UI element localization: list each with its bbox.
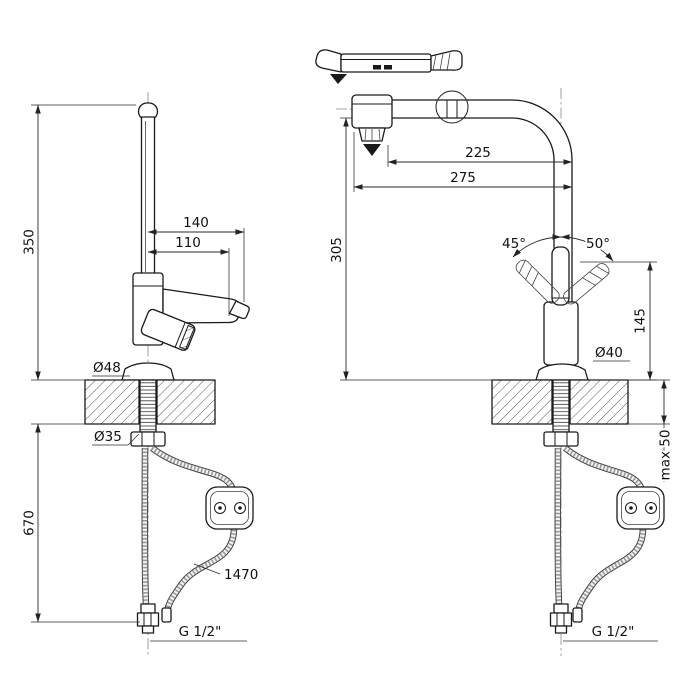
front-spray-head bbox=[140, 308, 196, 351]
spray-jet-icon bbox=[330, 74, 347, 84]
front-shank bbox=[130, 379, 166, 447]
angle-45-label: 45° bbox=[502, 236, 526, 252]
dim-dia35-label: Ø35 bbox=[94, 429, 122, 445]
spray-jet-icon bbox=[363, 144, 381, 156]
side-countertop bbox=[491, 379, 629, 425]
side-bottom-fitting bbox=[549, 603, 573, 634]
side-hoses bbox=[558, 448, 643, 623]
front-countertop bbox=[84, 379, 216, 425]
dim-140-label: 140 bbox=[183, 215, 209, 231]
dim-305-label: 305 bbox=[329, 237, 345, 263]
dim-225-label: 225 bbox=[465, 145, 491, 161]
side-base bbox=[535, 363, 589, 381]
front-bottom-fitting bbox=[136, 603, 160, 634]
dim-110-label: 110 bbox=[175, 235, 201, 251]
dim-1470-label: 1470 bbox=[224, 567, 258, 583]
side-body bbox=[535, 301, 589, 381]
side-handle: 45° 50° bbox=[500, 234, 614, 306]
side-view: 45° 50° bbox=[315, 49, 676, 656]
side-dimensions: 225 275 305 145 Ø40 max 50 G 1/2" bbox=[327, 117, 676, 642]
front-hoses bbox=[145, 448, 234, 623]
side-thread-label: G 1/2" bbox=[592, 624, 635, 640]
dim-dia48-label: Ø48 bbox=[93, 360, 121, 376]
pullout-sprayer bbox=[315, 49, 463, 84]
side-hose-weight bbox=[616, 486, 665, 530]
side-shank bbox=[543, 379, 579, 447]
dim-max50-label: max 50 bbox=[658, 430, 674, 481]
dim-275-label: 275 bbox=[450, 170, 476, 186]
front-hose-weight bbox=[205, 486, 254, 530]
side-spray-head bbox=[351, 94, 393, 129]
front-handle-tip bbox=[228, 300, 250, 320]
dim-350-label: 350 bbox=[22, 229, 38, 255]
dim-145-label: 145 bbox=[633, 308, 649, 334]
front-thread-label: G 1/2" bbox=[179, 624, 222, 640]
front-view: 350 670 140 110 Ø48 Ø35 1470 G 1/2" bbox=[20, 92, 260, 656]
front-dimensions: 350 670 140 110 Ø48 Ø35 1470 G 1/2" bbox=[20, 104, 260, 642]
angle-50-label: 50° bbox=[586, 236, 610, 252]
dim-670-label: 670 bbox=[22, 510, 38, 536]
detail-callout-circle bbox=[435, 90, 469, 124]
side-spout bbox=[351, 90, 573, 303]
front-base bbox=[121, 362, 175, 381]
front-faucet bbox=[121, 102, 250, 381]
dim-dia40-label: Ø40 bbox=[595, 345, 623, 361]
